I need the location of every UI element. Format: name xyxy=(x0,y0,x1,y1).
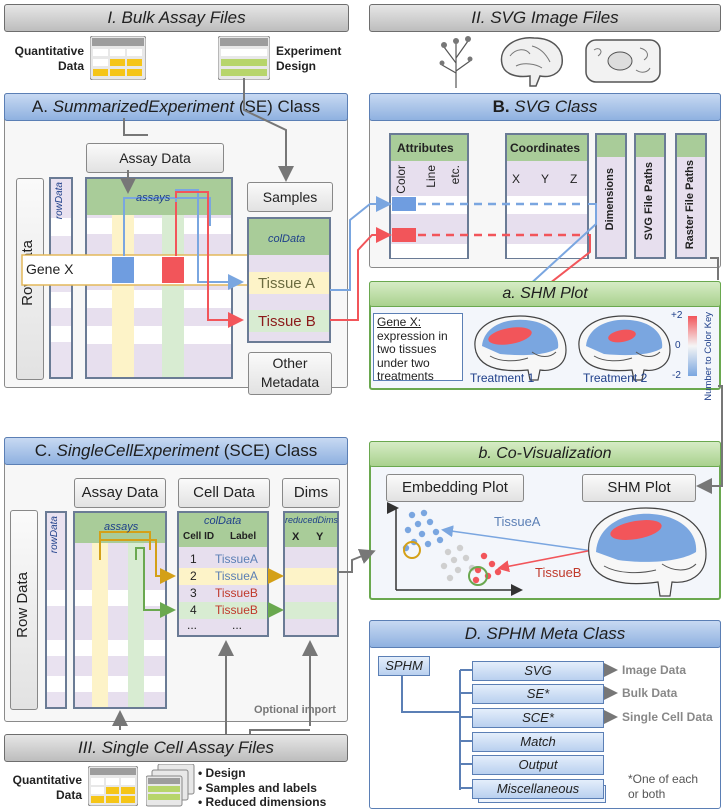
sphm-item-svg: SVG xyxy=(472,661,604,681)
coord-x-col: X xyxy=(512,172,521,186)
sce-dims-label: Dims xyxy=(282,478,340,508)
treatment-2-label: Treatment 2 xyxy=(583,371,648,385)
coord-z-col: Z xyxy=(570,172,578,186)
bullet-design: Design xyxy=(205,766,246,780)
embedding-plot-label: Embedding Plot xyxy=(386,474,524,502)
section-svg-image-files: II. SVG Image Files xyxy=(369,4,721,32)
cell-row-5-label: ... xyxy=(232,618,243,632)
cell-id-header: Cell ID xyxy=(183,531,215,542)
cell-row-5-id: ... xyxy=(187,618,198,632)
sphm-item-misc: Miscellaneous xyxy=(472,779,604,799)
sc-quant-table-icon xyxy=(88,766,138,806)
coord-y-col: Y xyxy=(541,172,550,186)
sphm-bulk-data-note: Bulk Data xyxy=(622,686,678,700)
se-assays-tag: assays xyxy=(136,192,171,204)
sc-bullet-list: • Design • Samples and labels • Reduced … xyxy=(198,766,327,809)
sphm-image-data-note: Image Data xyxy=(622,663,687,677)
cell-row-3-label: TissueB xyxy=(215,586,258,600)
sphm-item-match: Match xyxy=(472,732,604,752)
treatment-1-label: Treatment 1 xyxy=(470,371,535,385)
coordinates-label: Coordinates xyxy=(510,141,581,155)
cell-row-1-label: TissueA xyxy=(215,552,258,566)
sphm-single-cell-note: Single Cell Data xyxy=(622,710,713,724)
section-bulk-assay-files: I. Bulk Assay Files xyxy=(4,4,349,32)
attributes-label: Attributes xyxy=(397,141,454,155)
sce-coldata-tag: colData xyxy=(204,515,242,527)
sce-row-data-box xyxy=(10,510,38,710)
label-header: Label xyxy=(230,531,257,542)
sphm-item-sce: SCE* xyxy=(472,708,604,728)
key-tick-0: 0 xyxy=(675,340,681,351)
cell-image-icon xyxy=(585,39,661,83)
bullet-reduced-dims: Reduced dimensions xyxy=(205,795,327,809)
dim-x-header: X xyxy=(292,531,300,543)
cell-row-1-id: 1 xyxy=(190,552,197,566)
svg-class-header: B. SVG Class xyxy=(369,93,721,121)
dim-y-header: Y xyxy=(316,531,324,543)
shm-plot-header: a. SHM Plot xyxy=(369,281,721,307)
gene-x-label: Gene X xyxy=(26,261,74,277)
se-coldata-tag: colData xyxy=(268,233,306,245)
tissue-b-label: Tissue B xyxy=(258,313,316,330)
gene-x-description: Gene X: expression in two tissues under … xyxy=(373,313,463,383)
sce-cell-data-label: Cell Data xyxy=(178,478,270,508)
cell-row-4-id: 4 xyxy=(190,603,197,617)
cell-row-2-label: TissueA xyxy=(215,569,258,583)
cell-row-4-label: TissueB xyxy=(215,603,258,617)
cell-row-3-id: 3 xyxy=(190,586,197,600)
bullet-samples-labels: Samples and labels xyxy=(205,780,317,795)
tissue-a-label: Tissue A xyxy=(258,275,315,292)
covis-shm-plot-label: SHM Plot xyxy=(582,474,696,502)
sphm-item-output: Output xyxy=(472,755,604,775)
covis-header: b. Co-Visualization xyxy=(369,441,721,467)
sphm-class-header: D. SPHM Meta Class xyxy=(369,620,721,648)
se-assay-data-label: Assay Data xyxy=(86,143,224,173)
sce-class-header: C. SingleCellExperiment (SCE) Class xyxy=(4,437,348,465)
plant-image-icon xyxy=(439,36,473,88)
sce-assay-data-label: Assay Data xyxy=(74,478,166,508)
cell-row-2-id: 2 xyxy=(190,569,197,583)
covis-tissue-b: TissueB xyxy=(535,565,582,580)
key-tick-plus2: +2 xyxy=(671,310,683,321)
se-samples-label: Samples xyxy=(247,182,333,212)
sphm-item-se: SE* xyxy=(472,684,604,704)
sc-design-stack-icon xyxy=(146,764,195,807)
covis-tissue-a: TissueA xyxy=(494,514,541,529)
brain-image-icon xyxy=(500,37,563,87)
reduceddims-tag: reducedDims xyxy=(285,515,339,525)
quant-data-table-icon xyxy=(90,36,146,80)
section-single-cell-files: III. Single Cell Assay Files xyxy=(4,734,348,762)
sphm-root-box: SPHM xyxy=(378,656,430,676)
sce-assays-tag: assays xyxy=(104,521,139,533)
experiment-design-icon xyxy=(218,36,270,80)
se-class-header: A. SummarizedExperiment (SE) Class xyxy=(4,93,348,121)
optional-import-label: Optional import xyxy=(254,704,336,716)
key-tick-minus2: -2 xyxy=(672,370,681,381)
